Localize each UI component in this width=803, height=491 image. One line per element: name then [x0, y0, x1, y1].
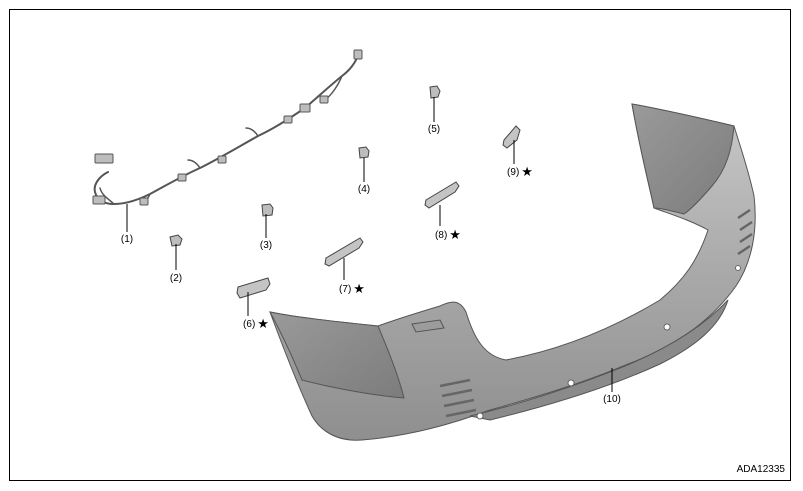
callout-5: (5) — [427, 124, 441, 135]
clip-parts — [169, 85, 441, 247]
callout-1: (1) — [120, 234, 134, 245]
rear-bumper — [269, 103, 756, 441]
star-symbol: ★ — [257, 316, 269, 331]
callout-2: (2) — [169, 273, 183, 284]
callout-9: (9)★ — [507, 164, 533, 179]
figure-code: ADA12335 — [736, 464, 785, 475]
sensor-brackets — [236, 125, 521, 299]
star-symbol: ★ — [449, 227, 461, 242]
callout-3: (3) — [259, 240, 273, 251]
star-symbol: ★ — [353, 281, 365, 296]
callout-4: (4) — [357, 184, 371, 195]
callout-8: (8)★ — [435, 227, 461, 242]
wiring-harness — [93, 54, 359, 206]
callout-7: (7)★ — [339, 281, 365, 296]
callout-6: (6)★ — [243, 316, 269, 331]
parking-sensor-holes — [476, 265, 741, 420]
callout-10: (10) — [603, 394, 621, 405]
leader-lines — [126, 97, 613, 392]
star-symbol: ★ — [521, 164, 533, 179]
harness-connectors — [92, 49, 363, 206]
